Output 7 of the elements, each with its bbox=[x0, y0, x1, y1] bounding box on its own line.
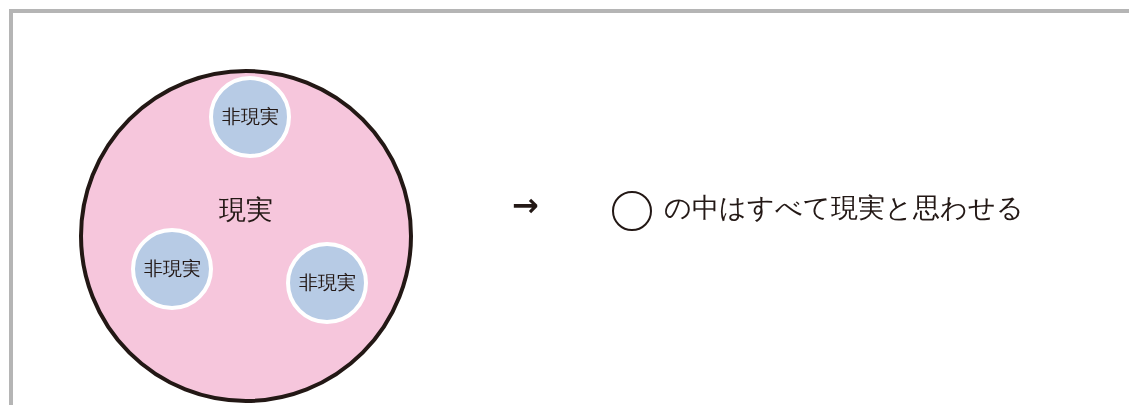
circle-symbol bbox=[612, 191, 652, 231]
circle-label: 非現実 bbox=[143, 256, 201, 281]
arrow-sign: → bbox=[512, 186, 539, 224]
statement-text: の中はすべて現実と思わせる bbox=[664, 191, 1024, 225]
circle-label: 非現実 bbox=[221, 104, 279, 129]
circle-label: 非現実 bbox=[298, 270, 356, 295]
circle-label: 現実 bbox=[219, 193, 273, 227]
